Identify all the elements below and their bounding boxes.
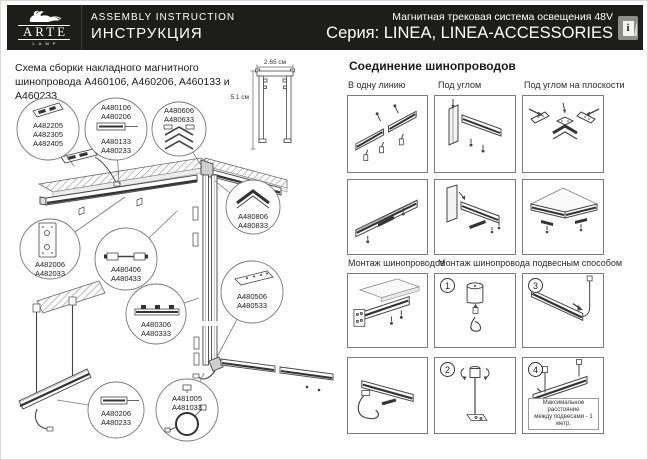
row-label-mounting: Монтаж шинопроводов [348,258,445,268]
series-name: Серия: LINEA, LINEA-ACCESSORIES [326,24,613,42]
diagram-inline-step1 [347,95,428,173]
step-number-badge: 3 [528,278,543,293]
part-code: A480433 [111,274,141,283]
part-code: A480106 [101,103,131,112]
header-titles: ASSEMBLY INSTRUCTION ИНСТРУКЦИЯ [91,12,235,42]
diagram-suspension-step-3: 3 [522,273,604,348]
diagram-suspension-step-1: 1 [434,273,516,348]
right-section-title: Соединение шинопроводов [349,59,516,73]
callout-circles [16,97,284,442]
part-code: A480533 [237,301,267,310]
part-code: A480306 [141,320,171,329]
part-code: A482305 [33,130,63,139]
diagram-surface-mount-2 [347,357,428,434]
part-code: A480133 [101,137,131,146]
manual-book-icon: i [618,16,638,40]
assembly-diagram: 2.65 см 5.1 см [16,59,334,442]
diagram-flat-corner-step2 [522,179,604,255]
col-label-angle: Под углом [438,80,482,90]
pendant-track-group [18,296,92,432]
diagram-angle-step1 [434,95,516,173]
col-label-inline: В одну линию [348,80,406,90]
ceiling-surfaces [36,157,288,314]
diagram-angle-step2 [434,179,516,255]
dim-height-label: 5.1 см [230,94,249,101]
part-code: A480206 [101,112,131,121]
part-code: A482405 [33,139,63,148]
part-code: A482006 [35,260,65,269]
logo-brand-text: ARTE [17,25,71,40]
logo-sub-text: LAMP [32,41,60,46]
dim-width-label: 2.65 см [264,59,287,66]
arte-lamp-logo: ARTE LAMP [7,5,82,50]
diagram-flat-corner-step1 [522,95,604,173]
title-assembly-instruction: ASSEMBLY INSTRUCTION [91,12,236,23]
row-label-suspended: Монтаж шинопровода подвесным способом [438,258,623,268]
callout-codes: A482205 A482305 A482405 A480106 A480206 … [33,103,268,427]
system-name: Магнитная трековая система освещения 48V [392,11,613,23]
part-code: A480233 [101,146,131,155]
step-number-badge: 4 [528,362,543,377]
vertical-track [192,174,224,372]
part-code: A480833 [238,221,268,230]
lower-track-run [192,358,334,392]
diagram-suspension-step-4: 4 Максимальное расстояние между подвесам… [522,357,604,434]
part-code: A481005 [172,394,202,403]
title-instruction-ru: ИНСТРУКЦИЯ [91,25,203,42]
driver-unit [60,148,121,187]
winged-lion-icon [29,10,62,22]
part-code: A480233 [101,418,131,427]
part-code: A482205 [33,121,63,130]
left-section-title: Схема сборки накладного магнитного шиноп… [15,62,230,102]
step-number-badge: 1 [440,278,455,293]
col-label-flat-angle: Под углом на плоскости [524,80,625,90]
part-code: A481033 [172,403,202,412]
suspension-distance-note: Максимальное расстояние между подвесами … [528,398,599,430]
header-series-block: Магнитная трековая система освещения 48V… [326,11,613,43]
track-cross-section: 2.65 см 5.1 см [230,59,295,150]
step-number-badge: 2 [440,362,455,377]
part-code: A480406 [111,265,141,274]
diagram-surface-mount-1 [347,273,428,348]
part-code: A482033 [35,269,65,278]
part-code: A480806 [238,212,268,221]
callout-leaders [56,151,238,406]
part-code: A480633 [164,115,194,124]
diagram-inline-step2 [347,179,428,255]
part-code: A480206 [101,409,131,418]
part-code: A480606 [164,106,194,115]
part-code: A480506 [237,292,267,301]
diagram-suspension-step-2: 2 [434,357,516,434]
header-bar: ARTE LAMP ASSEMBLY INSTRUCTION ИНСТРУКЦИ… [7,5,643,50]
callout-part-glyphs [32,102,274,436]
part-code: A480333 [141,329,171,338]
